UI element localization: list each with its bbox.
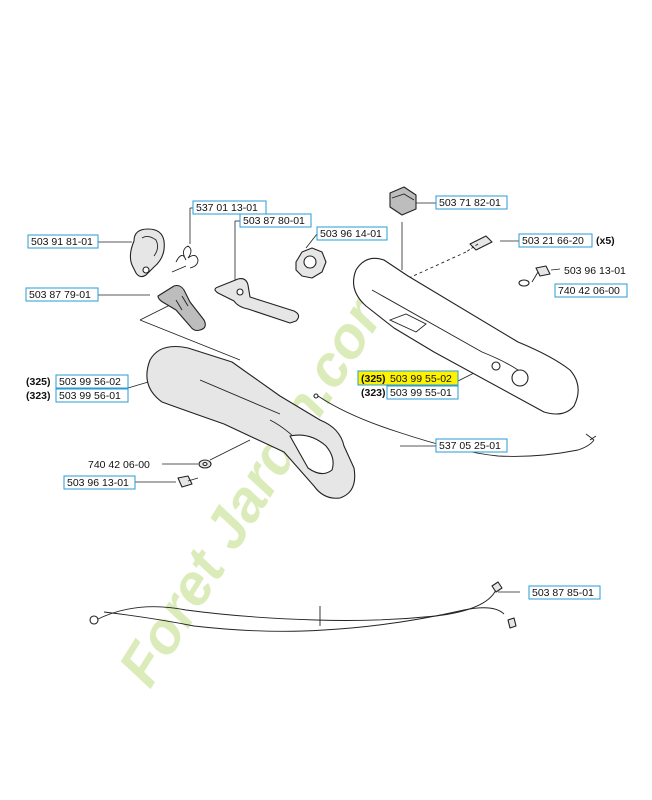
svg-text:503 87 85-01: 503 87 85-01 [532, 587, 594, 599]
svg-text:503 99 56-01: 503 99 56-01 [59, 390, 121, 402]
quantity-badge: (x5) [596, 235, 615, 247]
bracket-part [129, 228, 165, 278]
svg-text:503 96 14-01: 503 96 14-01 [320, 228, 382, 240]
part-label-9: 503 87 79-01 [25, 287, 99, 302]
throttle-trigger-part [214, 278, 300, 324]
part-label-2: 503 91 81-01 [27, 234, 99, 249]
part-label-8: 740 42 06-00 [554, 283, 628, 298]
svg-text:503 96 13-01: 503 96 13-01 [564, 265, 626, 277]
part-label-16: 503 96 13-01 [63, 475, 136, 490]
watermark: Foret Jardin.com [106, 263, 410, 696]
svg-text:503 21 66-20: 503 21 66-20 [522, 235, 584, 247]
svg-text:503 71 82-01: 503 71 82-01 [439, 197, 501, 209]
part-label-4: 503 96 14-01 [316, 226, 388, 241]
part-label-5: 503 71 82-01 [435, 195, 508, 210]
right-handle-half-part [353, 257, 579, 415]
svg-text:(323): (323) [361, 387, 386, 399]
svg-text:503 87 79-01: 503 87 79-01 [29, 289, 91, 301]
svg-text:740 42 06-00: 740 42 06-00 [558, 285, 620, 297]
svg-text:(325): (325) [361, 373, 386, 385]
svg-text:537 01 13-01: 537 01 13-01 [196, 202, 258, 214]
svg-text:537 05 25-01: 537 05 25-01 [439, 440, 501, 452]
part-label-10: (325) 503 99 56-02 [26, 374, 129, 389]
svg-text:503 87 80-01: 503 87 80-01 [243, 215, 305, 227]
part-label-3: 503 87 80-01 [239, 213, 312, 228]
svg-text:503 99 55-01: 503 99 55-01 [390, 387, 452, 399]
screw-part-top [399, 235, 493, 283]
part-label-7: 503 96 13-01 [564, 265, 626, 277]
svg-text:503 96 13-01: 503 96 13-01 [67, 477, 129, 489]
washer-part [198, 459, 212, 469]
part-label-6: 503 21 66-20 (x5) [518, 233, 615, 248]
part-label-13: (323) 503 99 55-01 [361, 385, 459, 400]
svg-text:503 91 81-01: 503 91 81-01 [31, 236, 93, 248]
grommet-part [295, 247, 327, 279]
svg-text:740 42 06-00: 740 42 06-00 [88, 459, 150, 471]
part-label-17: 503 87 85-01 [528, 585, 601, 600]
svg-text:503 99 55-02: 503 99 55-02 [390, 373, 452, 385]
part-label-12: (325) 503 99 55-02 [357, 370, 459, 386]
wire-harness-part [89, 581, 517, 632]
screw-part-bottom [177, 475, 199, 488]
part-label-15: 740 42 06-00 [88, 459, 150, 471]
spring-part [171, 245, 199, 273]
part-label-1: 537 01 13-01 [192, 200, 267, 215]
svg-text:(325): (325) [26, 376, 51, 388]
svg-text:503 99 56-02: 503 99 56-02 [59, 376, 121, 388]
screw-part-right [518, 265, 551, 287]
lock-lever-part [157, 284, 206, 332]
throttle-cable-part [313, 393, 597, 457]
watermark-text: Foret Jardin.com [106, 263, 410, 696]
left-handle-half-part [146, 345, 356, 499]
svg-text:(323): (323) [26, 390, 51, 402]
part-label-14: 537 05 25-01 [435, 438, 508, 453]
switch-part [389, 186, 417, 216]
part-label-11: (323) 503 99 56-01 [26, 388, 129, 403]
